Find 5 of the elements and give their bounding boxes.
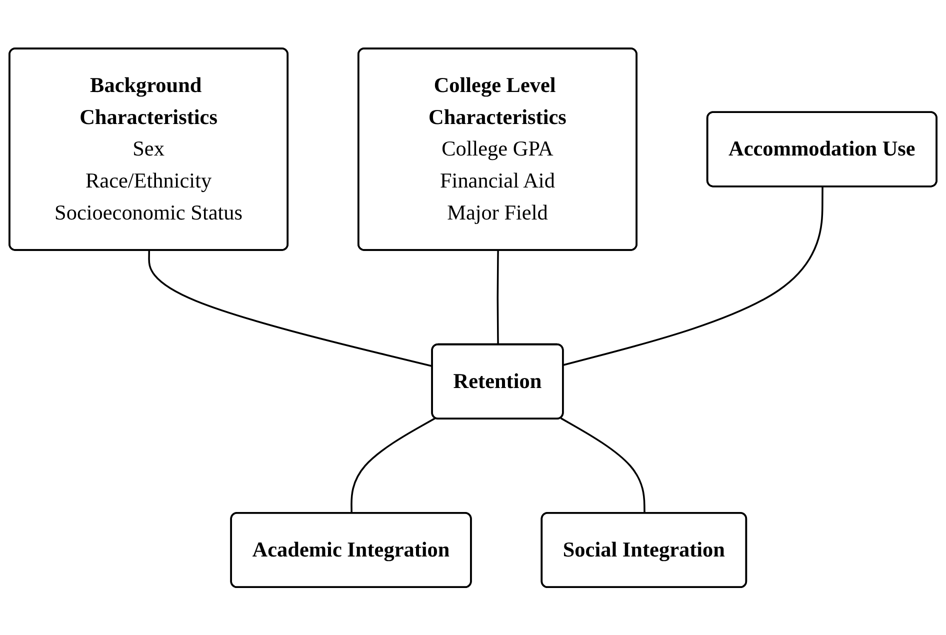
connector [496, 250, 499, 345]
connector [560, 417, 646, 514]
connector [350, 417, 436, 514]
connector [148, 250, 433, 367]
connector [563, 186, 824, 366]
